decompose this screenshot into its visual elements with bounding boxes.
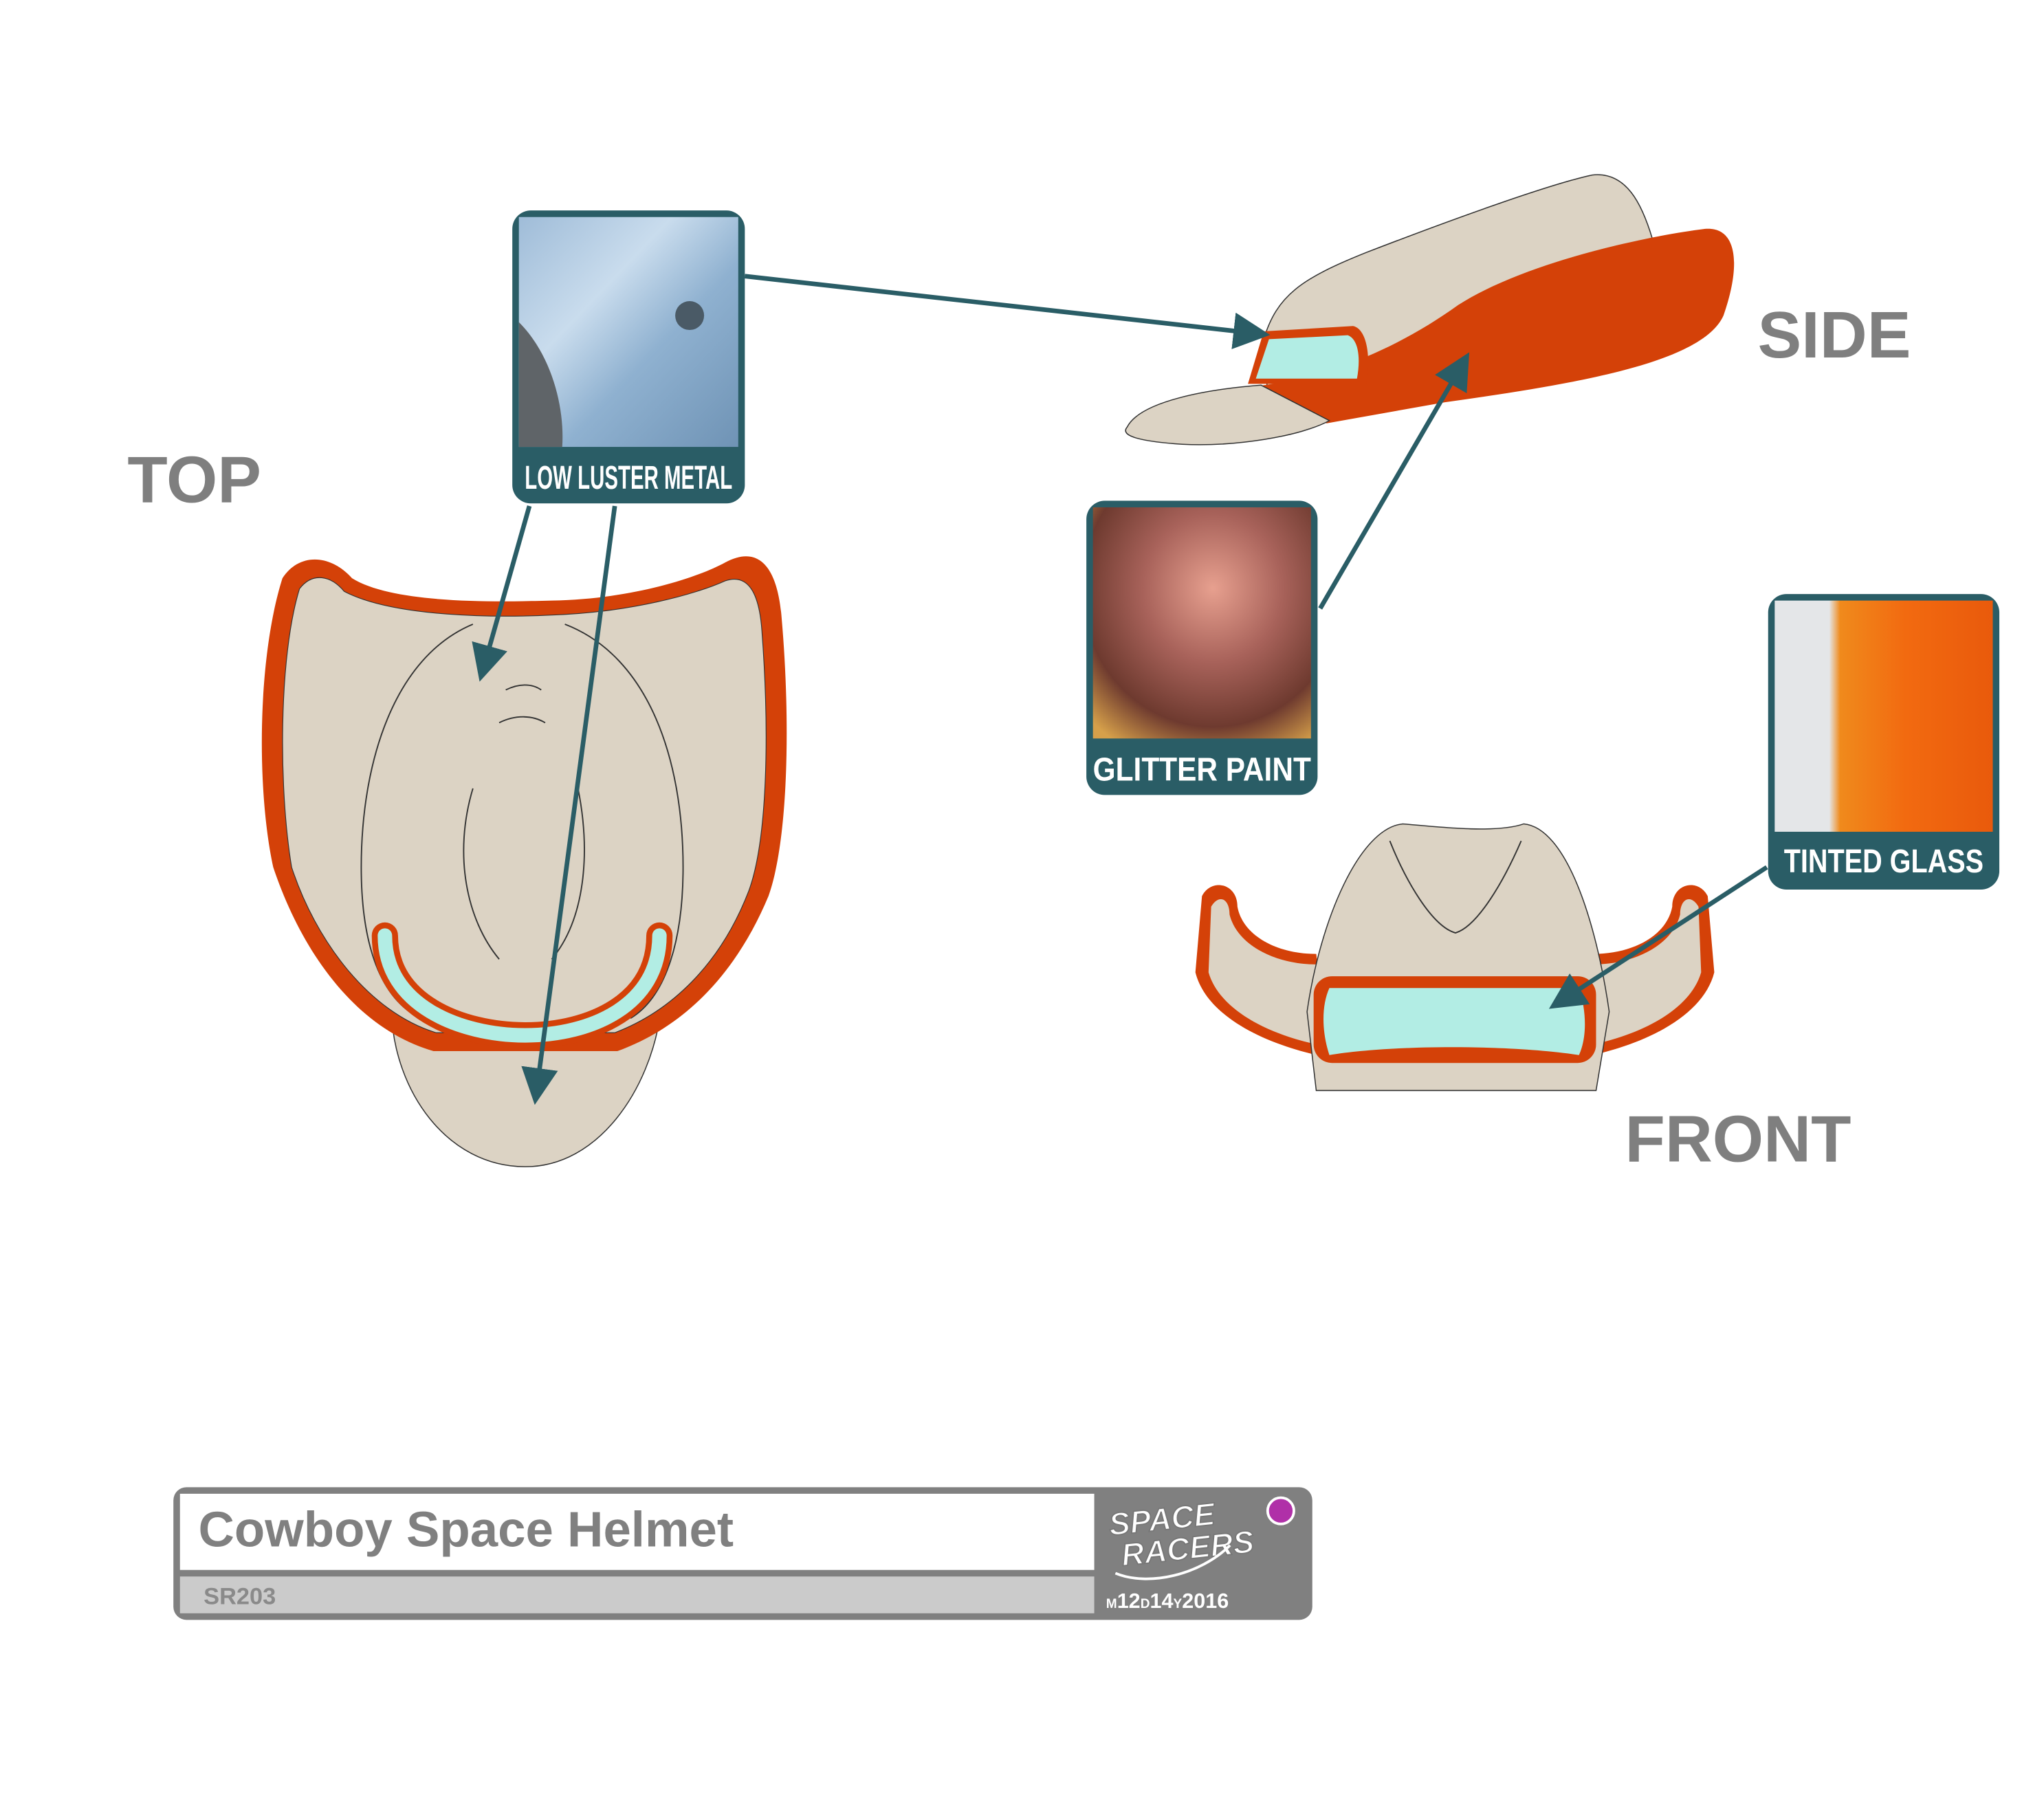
arrow-metal-to-side <box>744 274 1271 349</box>
front-crown-dent <box>1389 840 1522 934</box>
front-view-drawing <box>1195 823 1715 1092</box>
top-view-drawing <box>261 556 787 1167</box>
front-brim-left-inner <box>1208 899 1324 1046</box>
arrow-glass-to-front-visor <box>1548 865 1768 1009</box>
front-visor-glass <box>1323 988 1585 1055</box>
code-field <box>179 1576 1095 1613</box>
material-swatch-tinted-glass: TINTED GLASS <box>1768 594 2000 890</box>
drawing-date: M12D14Y2016 <box>1106 1589 1229 1613</box>
metal-photo-hole <box>675 301 705 331</box>
arrow-glitter-to-side-brim <box>1318 352 1470 610</box>
glass-swatch-photo <box>1774 600 1993 832</box>
crown-dent <box>463 684 585 960</box>
glitter-swatch-photo <box>1092 507 1311 739</box>
arrow-metal-to-top-chin <box>521 505 617 1105</box>
material-swatch-low-luster-metal: LOW LUSTER METAL <box>512 210 745 504</box>
material-swatch-glitter-paint: GLITTER PAINT <box>1086 500 1318 795</box>
view-label-side: SIDE <box>1757 299 1911 372</box>
arrow-metal-to-top-crown <box>472 505 532 682</box>
status-dot <box>1266 1496 1295 1525</box>
front-brim-right-inner <box>1585 899 1702 1046</box>
view-label-front: FRONT <box>1625 1103 1851 1176</box>
drawing-code: SR203 <box>204 1583 276 1609</box>
hat-crown <box>282 577 767 1033</box>
space-racers-logo: SPACE RACERS <box>1106 1495 1257 1580</box>
title-field <box>179 1493 1095 1570</box>
swatch-label: TINTED GLASS <box>1784 844 1983 880</box>
visor-glass <box>377 928 667 1043</box>
callout-arrows <box>472 274 1768 1105</box>
side-brim-front <box>1125 384 1331 445</box>
drawing-title: Cowboy Space Helmet <box>199 1501 734 1557</box>
side-visor-glass <box>1255 335 1359 379</box>
side-view-drawing <box>1125 174 1735 445</box>
swatch-label: GLITTER PAINT <box>1093 751 1311 788</box>
title-block: Cowboy Space Helmet SR203 SPACE RACERS M… <box>173 1487 1312 1620</box>
metal-photo-wheel <box>518 322 563 448</box>
swatch-label: LOW LUSTER METAL <box>525 460 732 496</box>
view-label-top: TOP <box>127 443 261 516</box>
